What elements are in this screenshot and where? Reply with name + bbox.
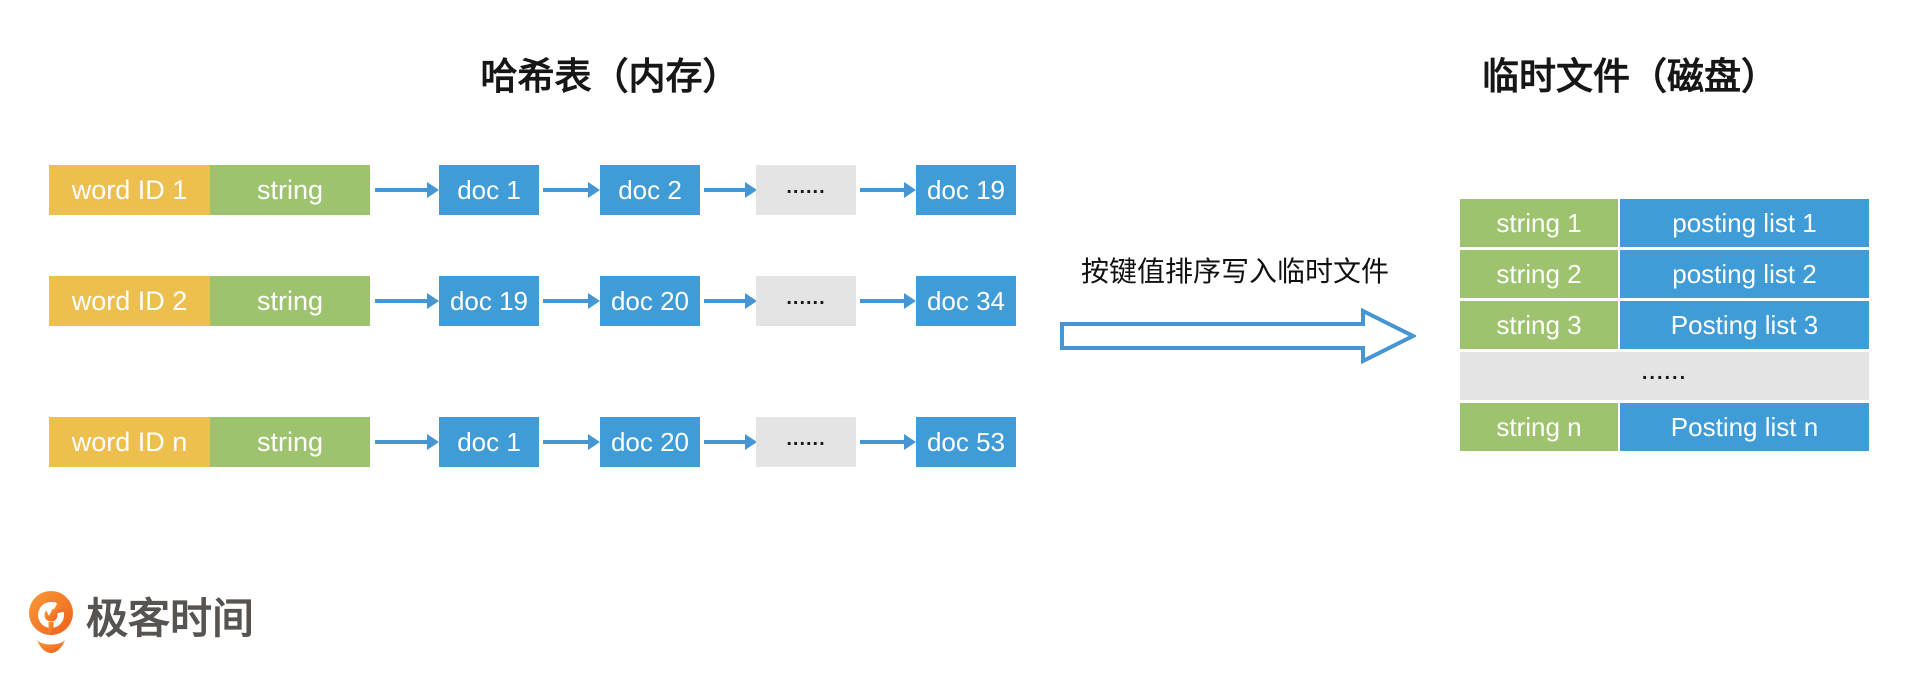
word-id-cell: word ID n: [49, 417, 210, 467]
temp-row: string 2 posting list 2: [1460, 250, 1869, 298]
link-arrow-icon: [860, 182, 916, 198]
link-arrow-icon: [543, 182, 600, 198]
hash-table-title: 哈希表（内存）: [480, 56, 740, 97]
temp-row: string 3 Posting list 3: [1460, 301, 1869, 349]
link-arrow-icon: [375, 293, 439, 309]
posting-list-cell: Posting list 3: [1620, 301, 1869, 349]
hash-row: word ID n string doc 1 doc 20 ...... doc…: [0, 417, 1100, 467]
doc-cell: doc 1: [439, 165, 539, 215]
transfer-label: 按键值排序写入临时文件: [1080, 256, 1389, 287]
link-arrow-icon: [375, 434, 439, 450]
posting-list-cell: posting list 2: [1620, 250, 1869, 298]
geektime-logo: 极客时间: [28, 588, 328, 658]
transfer-arrow-icon: [1060, 308, 1416, 365]
link-arrow-icon: [543, 293, 600, 309]
doc-cell: doc 19: [916, 165, 1016, 215]
temp-file-table: string 1 posting list 1 string 2 posting…: [1460, 199, 1869, 451]
posting-list-cell: posting list 1: [1620, 199, 1869, 247]
geektime-logo-icon: [29, 591, 73, 653]
doc-cell: doc 19: [439, 276, 539, 326]
ellipsis-cell: ......: [756, 276, 856, 326]
temp-row: string 1 posting list 1: [1460, 199, 1869, 247]
ellipsis-cell: ......: [756, 417, 856, 467]
link-arrow-icon: [860, 293, 916, 309]
doc-cell: doc 2: [600, 165, 700, 215]
word-id-cell: word ID 2: [49, 276, 210, 326]
link-arrow-icon: [860, 434, 916, 450]
geektime-logo-text: 极客时间: [86, 595, 255, 642]
doc-cell: doc 20: [600, 276, 700, 326]
hash-row: word ID 2 string doc 19 doc 20 ...... do…: [0, 276, 1100, 326]
string-cell: string 3: [1460, 301, 1618, 349]
doc-cell: doc 34: [916, 276, 1016, 326]
string-cell: string: [210, 165, 370, 215]
string-cell: string: [210, 417, 370, 467]
link-arrow-icon: [375, 182, 439, 198]
ellipsis-cell: ......: [1460, 352, 1869, 400]
doc-cell: doc 1: [439, 417, 539, 467]
string-cell: string: [210, 276, 370, 326]
ellipsis-cell: ......: [756, 165, 856, 215]
string-cell: string 2: [1460, 250, 1618, 298]
word-id-cell: word ID 1: [49, 165, 210, 215]
string-cell: string 1: [1460, 199, 1618, 247]
link-arrow-icon: [704, 434, 757, 450]
link-arrow-icon: [543, 434, 600, 450]
posting-list-cell: Posting list n: [1620, 403, 1869, 451]
doc-cell: doc 53: [916, 417, 1016, 467]
doc-cell: doc 20: [600, 417, 700, 467]
temp-file-title: 临时文件（磁盘）: [1482, 56, 1778, 97]
link-arrow-icon: [704, 293, 757, 309]
link-arrow-icon: [704, 182, 757, 198]
ellipsis-row: ......: [1460, 352, 1869, 400]
temp-row: string n Posting list n: [1460, 403, 1869, 451]
hash-row: word ID 1 string doc 1 doc 2 ...... doc …: [0, 165, 1100, 215]
string-cell: string n: [1460, 403, 1618, 451]
